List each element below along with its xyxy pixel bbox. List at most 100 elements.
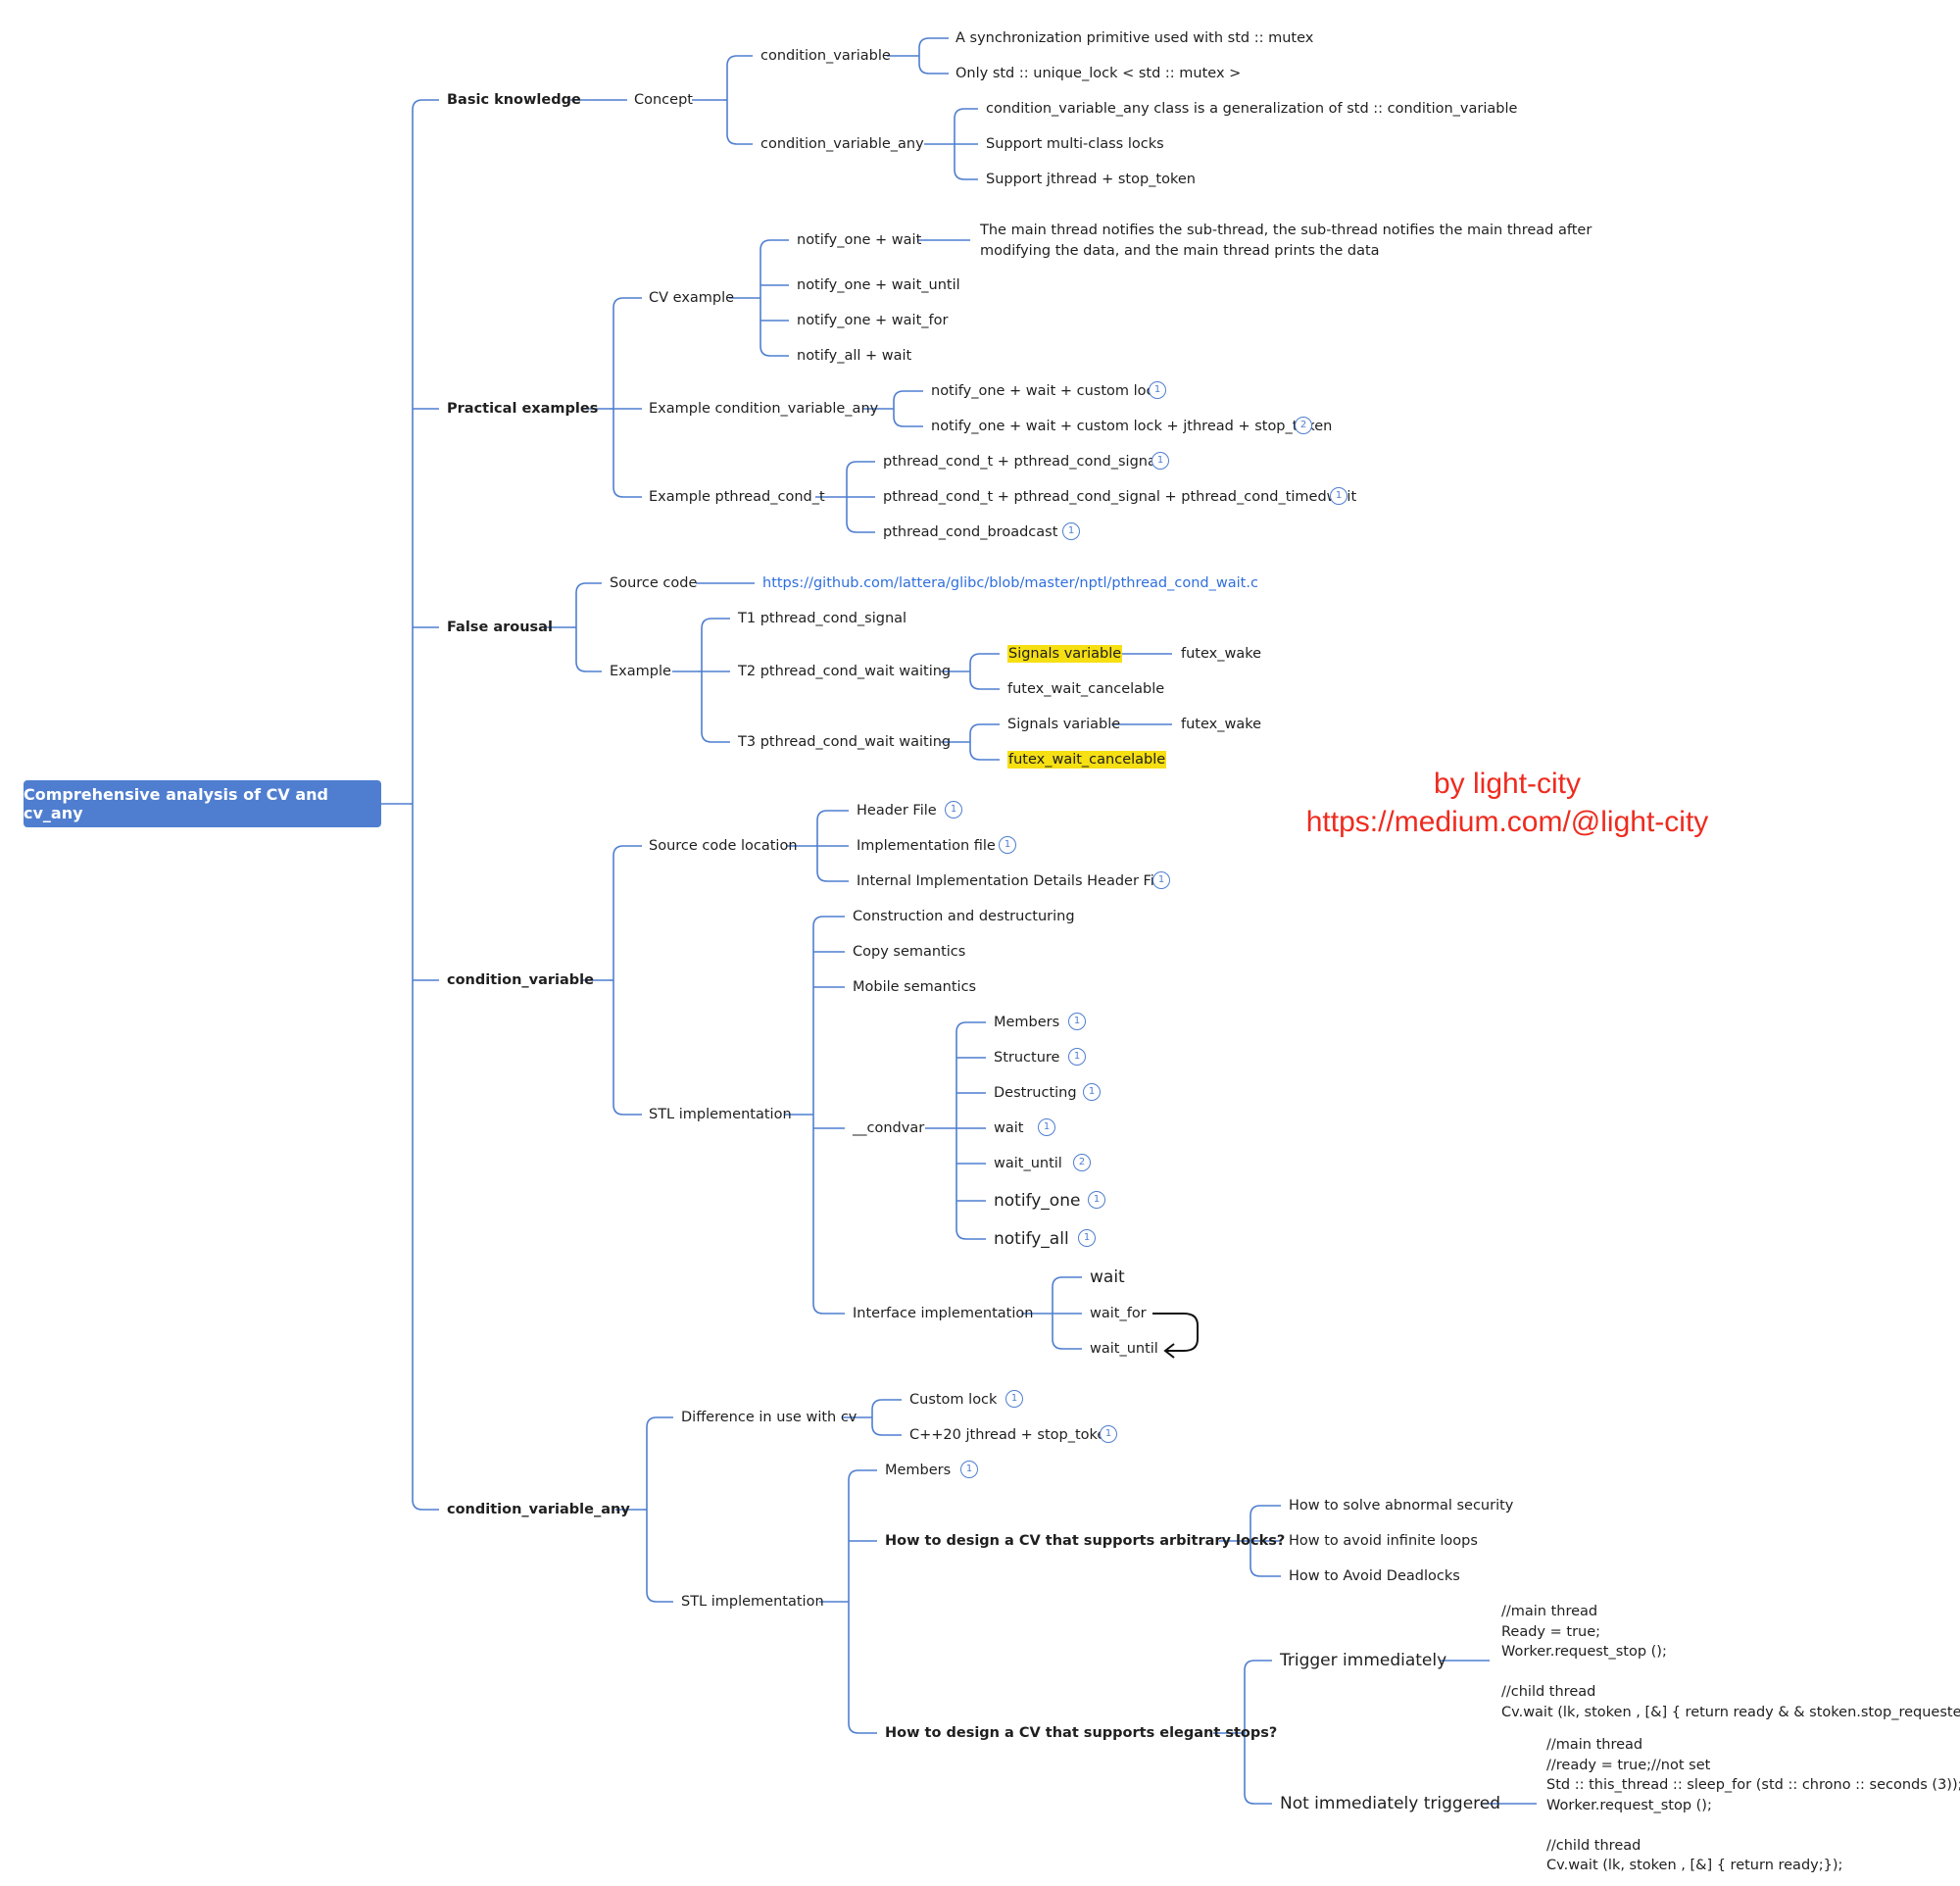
note-badge-icon[interactable]: 1 xyxy=(1330,487,1348,505)
node-mobile-semantics[interactable]: Mobile semantics xyxy=(853,979,977,995)
node-infinite-loops[interactable]: How to avoid infinite loops xyxy=(1289,1533,1478,1549)
note-badge-icon[interactable]: 2 xyxy=(1073,1154,1091,1171)
node-if-wait-for[interactable]: wait_for xyxy=(1090,1306,1147,1321)
node-abnormal-security[interactable]: How to solve abnormal security xyxy=(1289,1498,1514,1514)
node-notify-one-wait-for[interactable]: notify_one + wait_for xyxy=(797,313,949,328)
node-t3-futex-wait[interactable]: futex_wait_cancelable xyxy=(1007,750,1167,769)
note-badge-icon[interactable]: 1 xyxy=(1149,381,1166,399)
node-cva-jthread[interactable]: Support jthread + stop_token xyxy=(986,172,1196,187)
node-concept-cv[interactable]: condition_variable xyxy=(760,48,891,64)
node-false-example[interactable]: Example xyxy=(610,664,671,679)
node-t2-futex-wake[interactable]: futex_wake xyxy=(1181,646,1262,662)
node-cv-sync[interactable]: A synchronization primitive used with st… xyxy=(956,30,1314,46)
node-trigger-immediately[interactable]: Trigger immediately xyxy=(1280,1651,1447,1670)
node-t3[interactable]: T3 pthread_cond_wait waiting xyxy=(738,734,952,750)
node-cv-example[interactable]: CV example xyxy=(649,290,735,306)
node-example-cva[interactable]: Example condition_variable_any xyxy=(649,401,879,417)
node-arbitrary-locks[interactable]: How to design a CV that supports arbitra… xyxy=(885,1533,1286,1549)
node-source-location[interactable]: Source code location xyxy=(649,838,798,854)
note-badge-icon[interactable]: 1 xyxy=(1038,1118,1055,1136)
node-example-pthread[interactable]: Example pthread_cond_t xyxy=(649,489,825,505)
node-stl-implementation[interactable]: STL implementation xyxy=(649,1107,792,1122)
node-notify-one-wait-desc[interactable]: The main thread notifies the sub-thread,… xyxy=(980,221,1592,261)
node-notify-one-wait[interactable]: notify_one + wait xyxy=(797,232,922,248)
link-source-code-url[interactable]: https://github.com/lattera/glibc/blob/ma… xyxy=(762,575,1258,591)
note-badge-icon[interactable]: 1 xyxy=(1152,452,1169,470)
node-condvar-wait[interactable]: wait xyxy=(994,1120,1024,1136)
node-not-immediately-triggered[interactable]: Not immediately triggered xyxy=(1280,1794,1501,1813)
node-basic-knowledge[interactable]: Basic knowledge xyxy=(447,92,581,108)
node-condvar-structure[interactable]: Structure xyxy=(994,1050,1060,1066)
node-t2-signals-variable[interactable]: Signals variable xyxy=(1007,644,1123,664)
node-copy-semantics[interactable]: Copy semantics xyxy=(853,944,966,960)
node-header-file[interactable]: Header File xyxy=(857,803,937,819)
node-concept[interactable]: Concept xyxy=(634,92,693,108)
node-stl-implementation-any[interactable]: STL implementation xyxy=(681,1594,824,1610)
note-badge-icon[interactable]: 1 xyxy=(1100,1425,1117,1443)
node-if-wait-until[interactable]: wait_until xyxy=(1090,1341,1158,1357)
node-difference-in-use[interactable]: Difference in use with cv xyxy=(681,1410,858,1425)
node-notify-one-wait-until[interactable]: notify_one + wait_until xyxy=(797,277,960,293)
code-line: Cv.wait (lk, stoken , [&] { return ready… xyxy=(1501,1704,1960,1720)
highlighted-text: futex_wait_cancelable xyxy=(1007,751,1167,769)
node-internal-header[interactable]: Internal Implementation Details Header F… xyxy=(857,873,1167,889)
node-cva-gen[interactable]: condition_variable_any class is a genera… xyxy=(986,101,1518,117)
node-pthread-signal[interactable]: pthread_cond_t + pthread_cond_signal xyxy=(883,454,1160,470)
node-source-code[interactable]: Source code xyxy=(610,575,698,591)
node-condvar-destructing[interactable]: Destructing xyxy=(994,1085,1077,1101)
node-false-arousal[interactable]: False arousal xyxy=(447,620,553,635)
note-badge-icon[interactable]: 2 xyxy=(1295,417,1312,434)
note-badge-icon[interactable]: 1 xyxy=(1062,522,1080,540)
node-cva-multi[interactable]: Support multi-class locks xyxy=(986,136,1164,152)
node-condvar-notify-all[interactable]: notify_all xyxy=(994,1229,1069,1249)
note-badge-icon[interactable]: 1 xyxy=(1005,1390,1023,1408)
node-elegant-stops[interactable]: How to design a CV that supports elegant… xyxy=(885,1725,1278,1741)
node-members-any[interactable]: Members xyxy=(885,1463,952,1478)
node-concept-cva[interactable]: condition_variable_any xyxy=(760,136,924,152)
node-condition-variable[interactable]: condition_variable xyxy=(447,972,594,988)
connector-branch xyxy=(846,461,875,472)
connector-branch xyxy=(846,521,875,533)
note-badge-icon[interactable]: 1 xyxy=(1078,1229,1096,1247)
note-badge-icon[interactable]: 1 xyxy=(1088,1191,1105,1209)
note-badge-icon[interactable]: 1 xyxy=(960,1461,978,1478)
node-if-wait[interactable]: wait xyxy=(1090,1267,1125,1287)
node-custom-lock[interactable]: Custom lock xyxy=(909,1392,998,1408)
node-cv-only[interactable]: Only std :: unique_lock < std :: mutex > xyxy=(956,66,1242,81)
node-t3-futex-wake[interactable]: futex_wake xyxy=(1181,717,1262,732)
node-trigger-code[interactable]: //main thread Ready = true; Worker.reque… xyxy=(1501,1602,1960,1722)
node-condvar-notify-one[interactable]: notify_one xyxy=(994,1191,1081,1211)
connector-branch xyxy=(812,916,845,927)
node-t2[interactable]: T2 pthread_cond_wait waiting xyxy=(738,664,952,679)
node-t3-signals-variable[interactable]: Signals variable xyxy=(1007,717,1121,732)
node-condvar-wait-until[interactable]: wait_until xyxy=(994,1156,1062,1171)
note-badge-icon[interactable]: 1 xyxy=(1083,1083,1101,1101)
node-t1[interactable]: T1 pthread_cond_signal xyxy=(738,611,907,626)
note-badge-icon[interactable]: 1 xyxy=(1152,871,1170,889)
node-condition-variable-any[interactable]: condition_variable_any xyxy=(447,1502,630,1517)
node-interface-implementation[interactable]: Interface implementation xyxy=(853,1306,1034,1321)
desc-line: modifying the data, and the main thread … xyxy=(980,242,1380,259)
node-pthread-broadcast[interactable]: pthread_cond_broadcast xyxy=(883,524,1058,540)
node-t2-futex-wait[interactable]: futex_wait_cancelable xyxy=(1007,681,1165,697)
node-condvar-members[interactable]: Members xyxy=(994,1015,1060,1030)
node-not-triggered-code[interactable]: //main thread //ready = true;//not set S… xyxy=(1546,1735,1960,1876)
node-condvar[interactable]: __condvar xyxy=(853,1120,925,1136)
node-excva-custom-lock[interactable]: notify_one + wait + custom lock xyxy=(931,383,1162,399)
node-pthread-timedwait[interactable]: pthread_cond_t + pthread_cond_signal + p… xyxy=(883,489,1357,505)
node-construction[interactable]: Construction and destructuring xyxy=(853,909,1075,924)
note-badge-icon[interactable]: 1 xyxy=(999,836,1016,854)
connector-branch xyxy=(848,1469,877,1481)
node-implementation-file[interactable]: Implementation file xyxy=(857,838,996,854)
node-cpp20-jthread[interactable]: C++20 jthread + stop_token xyxy=(909,1427,1115,1443)
note-badge-icon[interactable]: 1 xyxy=(945,801,962,819)
code-line: Worker.request_stop (); xyxy=(1501,1644,1667,1660)
note-badge-icon[interactable]: 1 xyxy=(1068,1013,1086,1030)
note-badge-icon[interactable]: 1 xyxy=(1068,1048,1086,1066)
node-notify-all-wait[interactable]: notify_all + wait xyxy=(797,348,912,364)
connector-branch xyxy=(726,55,753,67)
node-excva-jthread[interactable]: notify_one + wait + custom lock + jthrea… xyxy=(931,419,1333,434)
node-practical-examples[interactable]: Practical examples xyxy=(447,401,599,417)
root-node[interactable]: Comprehensive analysis of CV and cv_any xyxy=(24,780,381,827)
node-avoid-deadlocks[interactable]: How to Avoid Deadlocks xyxy=(1289,1568,1460,1584)
